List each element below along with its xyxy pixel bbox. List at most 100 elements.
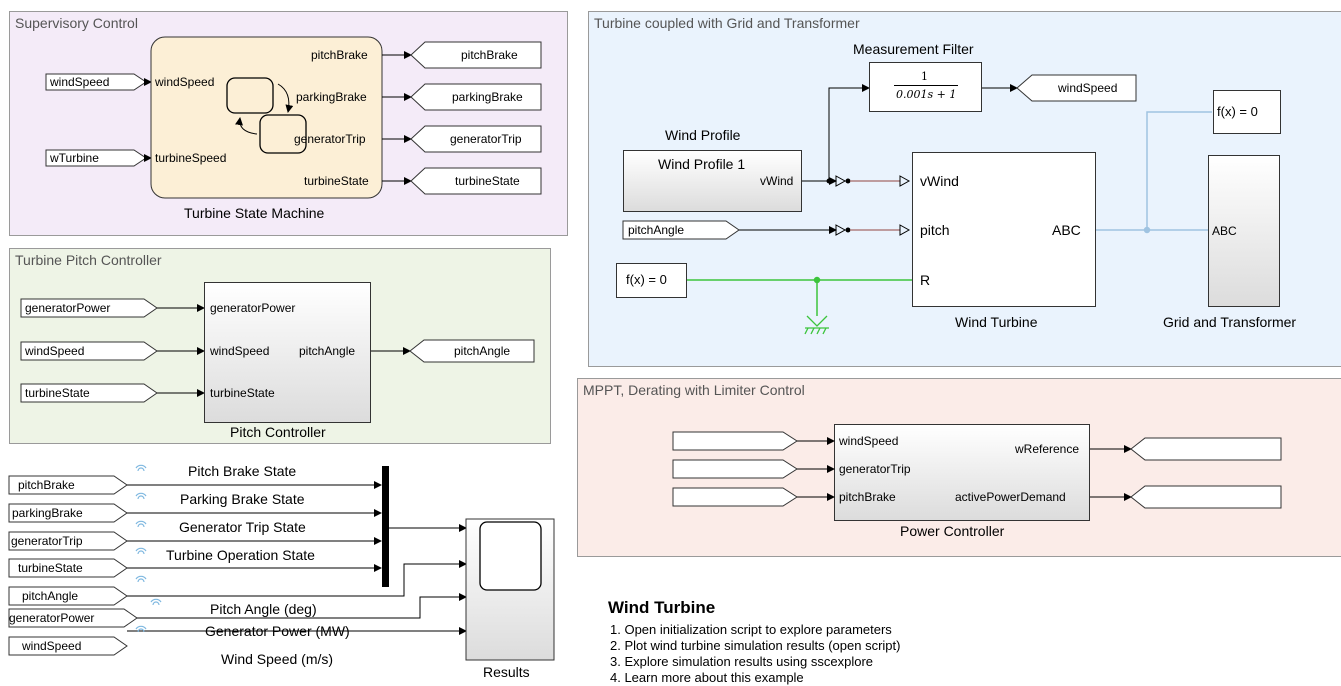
state-machine-label: Turbine State Machine — [184, 205, 325, 221]
from-tag-wturbine[interactable] — [45, 149, 147, 167]
goto-tag-label: wReference — [1188, 442, 1253, 456]
wind-profile-title: Wind Profile — [665, 127, 741, 143]
filter-numerator: 1 — [921, 70, 928, 83]
scope-from-label: generatorTrip — [11, 534, 83, 548]
filter-denominator: 0.001s + 1 — [896, 88, 957, 101]
mppt-title: MPPT, Derating with Limiter Control — [583, 382, 805, 398]
goto-tag-label: pitchAngle — [454, 344, 511, 358]
wind-turbine-label: Wind Turbine — [955, 314, 1038, 330]
physical-lines — [1096, 111, 1212, 234]
goto-tag-turbinestate-sm[interactable] — [410, 167, 542, 195]
from-tag-windspeed-pc[interactable] — [20, 341, 158, 361]
pitch-controller-title: Turbine Pitch Controller — [15, 252, 162, 268]
scope-from-tags — [8, 475, 138, 656]
goto-tag-parkingbrake-sm[interactable] — [410, 83, 542, 111]
output-port-label: wReference — [1015, 442, 1080, 456]
pitch-controller-label: Pitch Controller — [230, 424, 326, 440]
from-tag-label: pitchAngle — [628, 223, 685, 237]
output-port-label: activePowerDemand — [955, 490, 1066, 504]
from-tag-label: wTurbine — [50, 151, 99, 165]
from-tag-generatorpower-pc[interactable] — [20, 298, 158, 318]
goto-tag-label: pitchBrake — [461, 48, 518, 62]
input-port-label: windSpeed — [210, 344, 270, 358]
turbine-port-r: R — [920, 272, 931, 288]
wind-turbine-block[interactable] — [912, 152, 1096, 307]
wifi-icons — [135, 464, 162, 633]
turbine-port-pitch: pitch — [920, 222, 950, 238]
measurement-filter-label: Measurement Filter — [853, 41, 974, 57]
scope-block[interactable] — [465, 518, 555, 661]
mux-block[interactable] — [382, 466, 389, 587]
from-tag-label: turbineState — [25, 386, 90, 400]
power-controller-label: Power Controller — [900, 523, 1005, 539]
input-port-label: turbineSpeed — [155, 151, 227, 165]
goto-tag-label: activePowerDemand — [1143, 490, 1254, 504]
signal-name: Turbine Operation State — [166, 547, 315, 563]
from-tag-label: pitchBrake — [682, 490, 739, 504]
input-port-label: turbineState — [210, 386, 275, 400]
output-port-label: parkingBrake — [296, 90, 367, 104]
solver-config-block-1[interactable] — [616, 263, 687, 298]
goto-tag-label: parkingBrake — [452, 90, 523, 104]
filter-fraction-bar — [894, 85, 958, 86]
power-controller-block[interactable] — [834, 424, 1090, 521]
input-port-label: generatorTrip — [839, 462, 911, 476]
scope-from-label: pitchBrake — [18, 478, 75, 492]
wind-profile-block[interactable] — [623, 150, 802, 212]
signal-name: Parking Brake State — [180, 491, 305, 507]
from-tag-turbinestate-pc[interactable] — [20, 383, 158, 403]
scope-from-label: parkingBrake — [12, 506, 83, 520]
goto-tag-pitchangle-pc[interactable] — [409, 339, 535, 363]
goto-tag-label: generatorTrip — [450, 132, 522, 146]
output-port-label: turbineState — [304, 174, 369, 188]
input-port-label: generatorPower — [210, 301, 296, 315]
scope-from-label: pitchAngle — [22, 589, 79, 603]
measurement-filter-block[interactable] — [869, 62, 982, 112]
signal-name: Wind Speed (m/s) — [221, 651, 334, 667]
output-port-label: pitchBrake — [311, 48, 368, 62]
annotation-link-learn-more[interactable]: 4. Learn more about this example — [610, 670, 804, 685]
annotation-link-plot-results[interactable]: 2. Plot wind turbine simulation results … — [610, 638, 901, 653]
input-port-label: pitchBrake — [839, 490, 896, 504]
annotation-link-init-script[interactable]: 1. Open initialization script to explore… — [610, 622, 892, 637]
annotation-link-sscexplore[interactable]: 3. Explore simulation results using ssce… — [610, 654, 874, 669]
turbine-grid-title: Turbine coupled with Grid and Transforme… — [594, 15, 860, 31]
turbine-port-vwind: vWind — [920, 173, 959, 189]
solver-config-block-2[interactable] — [1213, 90, 1281, 134]
signal-name: Generator Power (MW) — [205, 623, 350, 639]
signal-name: Generator Trip State — [179, 519, 306, 535]
scope-from-label: generatorPower — [9, 611, 95, 625]
from-tag-label: generatorTrip — [677, 462, 749, 476]
grid-port-abc: ABC — [1212, 224, 1237, 238]
output-port-label: pitchAngle — [299, 344, 356, 358]
goto-tag-windspeed-filter[interactable] — [1016, 74, 1137, 102]
grid-transformer-block[interactable] — [1208, 155, 1280, 307]
signal-name: Pitch Angle (deg) — [210, 601, 317, 617]
scope-from-label: turbineState — [18, 561, 83, 575]
input-port-label: windSpeed — [155, 75, 215, 89]
goto-tag-generatortrip-sm[interactable] — [410, 125, 542, 153]
grid-transformer-label: Grid and Transformer — [1163, 314, 1297, 330]
pitch-controller-block[interactable] — [204, 282, 371, 423]
goto-tag-label: windSpeed — [1058, 81, 1118, 95]
annotation-list: 1. Open initialization script to explore… — [610, 622, 900, 686]
output-port-label: generatorTrip — [294, 132, 366, 146]
from-tag-label: windSpeed — [50, 75, 110, 89]
solver-config-label-2: f(x) = 0 — [1217, 104, 1258, 119]
from-tag-windspeed-sm[interactable] — [45, 73, 147, 91]
from-tag-label: generatorPower — [25, 301, 111, 315]
from-tag-pitchangle-turbine[interactable] — [622, 220, 740, 240]
turbine-port-abc: ABC — [1052, 222, 1081, 238]
solver-config-label: f(x) = 0 — [626, 272, 667, 287]
wind-profile-name: Wind Profile 1 — [658, 156, 746, 172]
state-machine-block[interactable] — [150, 36, 383, 199]
wind-profile-port: vWind — [760, 174, 794, 188]
ground-lines — [687, 276, 912, 316]
goto-tag-pitchbrake-sm[interactable] — [410, 41, 542, 69]
goto-tag-label: turbineState — [455, 174, 520, 188]
scope-label: Results — [483, 664, 530, 680]
scope-from-label: windSpeed — [22, 639, 82, 653]
signal-name: Pitch Brake State — [188, 463, 297, 479]
annotation-title: Wind Turbine — [608, 598, 716, 617]
